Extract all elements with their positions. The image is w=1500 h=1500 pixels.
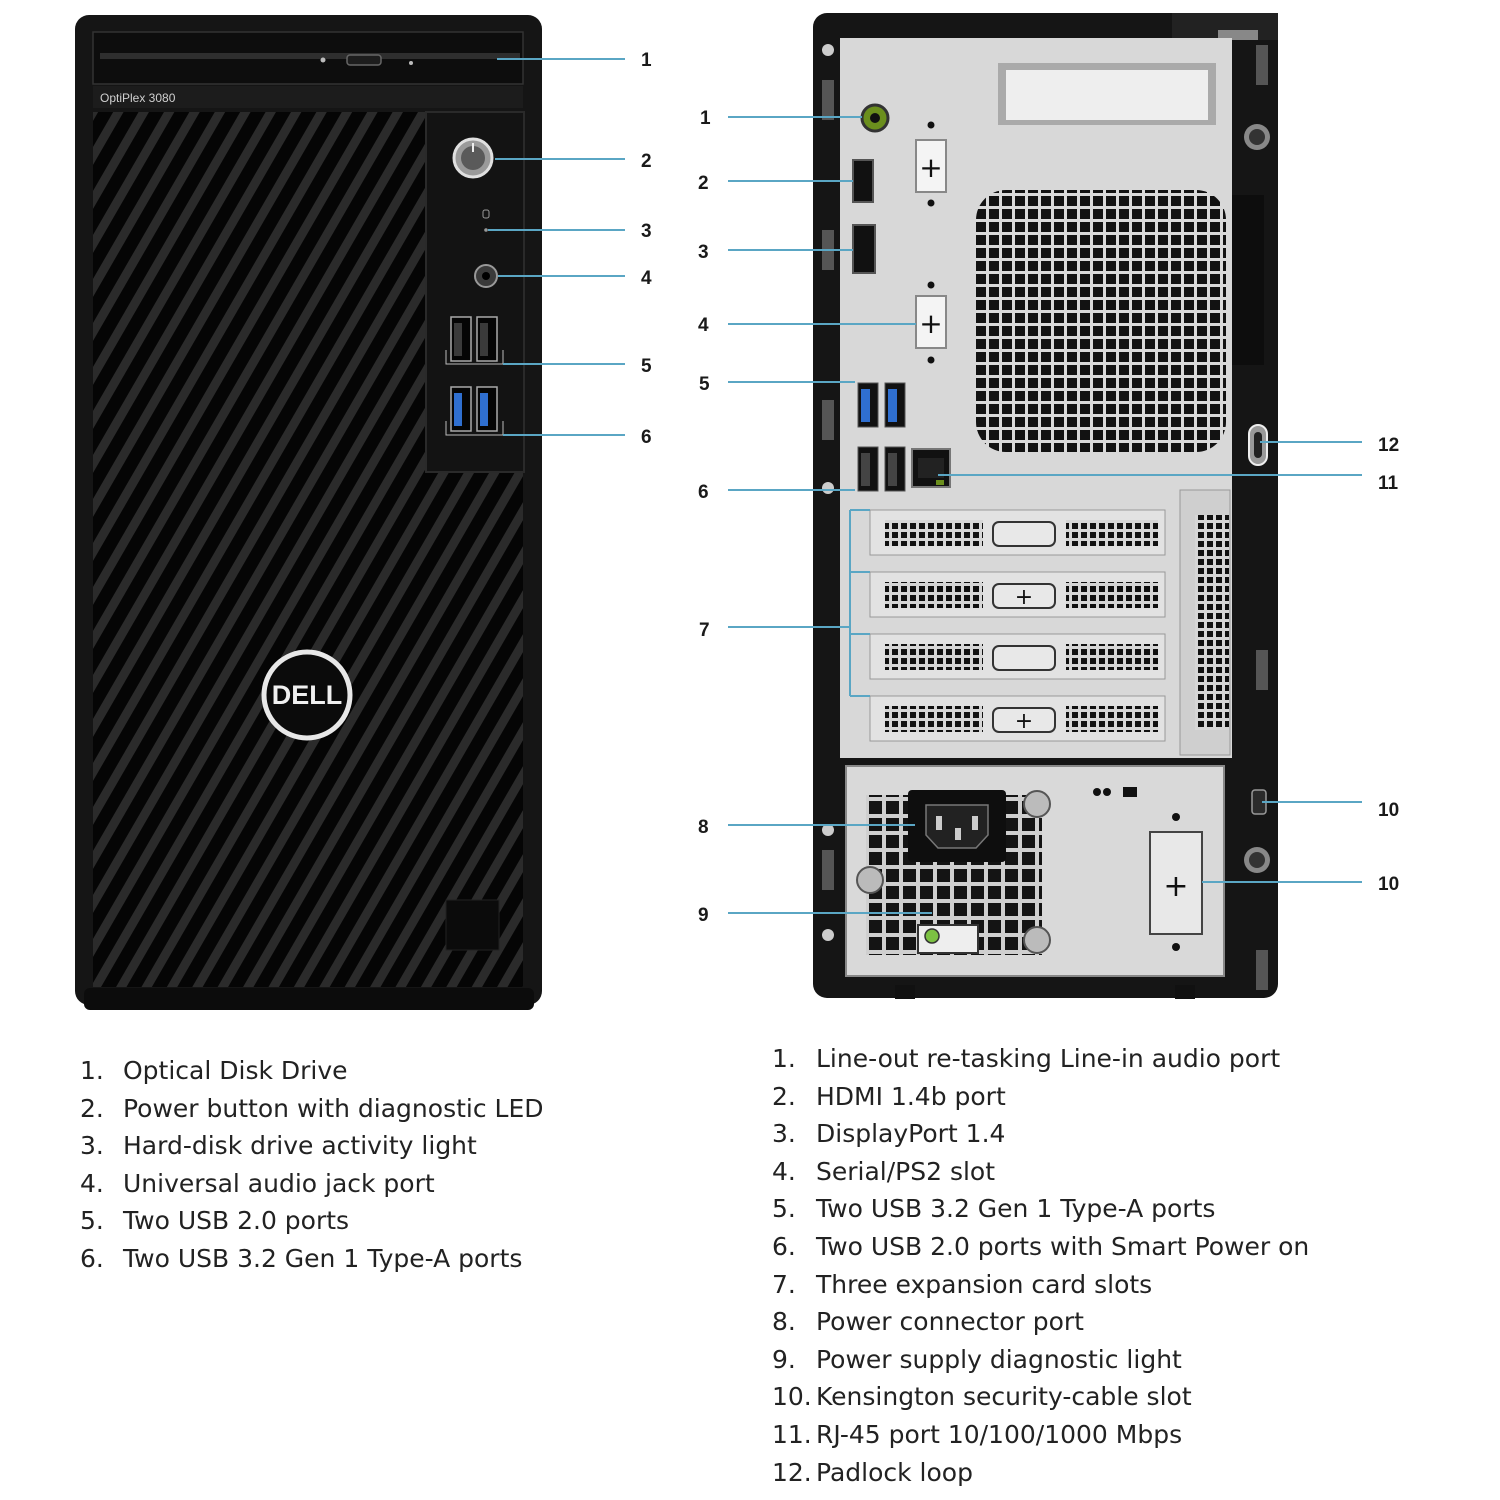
rear-callout-numbers-right: 12 11 10 10 [1378,435,1399,895]
rear-tower: + + [813,13,1278,999]
usb3-port-icon[interactable] [450,386,498,432]
kensington-slot-icon[interactable]: + [1149,813,1203,951]
displayport-icon[interactable] [852,224,876,274]
svg-text:11: 11 [1378,473,1399,494]
serial-ps2-slot[interactable]: + + [915,121,947,364]
legend-item: 7.Three expansion card slots [772,1269,1153,1299]
svg-text:7: 7 [699,620,710,641]
front-callout-numbers: 1 2 3 4 5 6 [641,50,652,448]
svg-text:1: 1 [641,50,652,71]
svg-text:6: 6 [641,427,652,448]
legend-item: 5.Two USB 2.0 ports [80,1206,350,1236]
usb-port-icon[interactable] [857,446,906,492]
legend-item: 4.Serial/PS2 slot [772,1156,996,1186]
power-supply: + [845,765,1225,977]
svg-text:1: 1 [700,108,711,129]
svg-text:+: + [919,307,942,340]
legend-item: 3.DisplayPort 1.4 [772,1119,1006,1149]
legend-item: 2.HDMI 1.4b port [772,1081,1006,1111]
audio-jack-icon[interactable] [860,103,890,133]
legend-item: 3.Hard-disk drive activity light [80,1131,477,1161]
svg-text:+: + [1015,585,1033,610]
svg-text:10: 10 [1378,874,1399,895]
svg-text:9: 9 [698,905,709,926]
legend-item: 9.Power supply diagnostic light [772,1344,1182,1374]
svg-text:5: 5 [641,356,652,377]
fan-grille [976,190,1226,452]
rj45-port-icon[interactable] [911,448,951,488]
legend-item: 1.Optical Disk Drive [80,1056,348,1085]
power-socket-icon[interactable] [908,790,1006,862]
svg-text:12: 12 [1378,435,1399,456]
rear-leaders [728,116,1362,914]
hdmi-port-icon[interactable] [852,159,874,203]
legend-item: 2.Power button with diagnostic LED [80,1093,544,1123]
legend-item: 1.Line-out re-tasking Line-in audio port [772,1044,1281,1073]
svg-text:4: 4 [698,315,709,336]
usb-port-icon[interactable] [450,316,498,362]
legend-item: 5.Two USB 3.2 Gen 1 Type-A ports [772,1194,1216,1224]
expansion-card-slots: + + [869,489,1231,756]
diagram-canvas: OptiPlex 3080 [75,13,1399,1010]
svg-text:+: + [1015,709,1033,734]
svg-text:+: + [1163,869,1188,904]
dell-logo: DELL [261,649,353,741]
svg-text:8: 8 [698,817,709,838]
rear-callout-numbers-left: 1 2 3 4 5 6 7 8 9 [698,108,711,926]
legend-item: 4.Universal audio jack port [80,1168,435,1198]
svg-text:6: 6 [698,482,709,503]
svg-text:4: 4 [641,268,652,289]
diagnostic-led-icon [482,209,490,232]
legend-item: 6.Two USB 3.2 Gen 1 Type-A ports [80,1243,523,1273]
svg-text:3: 3 [698,242,709,263]
svg-text:2: 2 [641,151,652,172]
legend-item: 10.Kensington security-cable slot [772,1382,1192,1412]
front-tower: OptiPlex 3080 [75,15,542,1010]
legend-item: 8.Power connector port [772,1307,1084,1337]
svg-text:5: 5 [699,374,710,395]
svg-text:2: 2 [698,173,709,194]
diagnostic-led-icon [917,924,979,954]
legend-item: 12.Padlock loop [772,1457,973,1487]
front-legend: 1.Optical Disk Drive 2.Power button with… [80,1052,544,1278]
legend-item: 11.RJ-45 port 10/100/1000 Mbps [772,1419,1183,1449]
audio-jack-icon[interactable] [474,264,498,288]
svg-text:DELL: DELL [272,680,343,710]
svg-text:3: 3 [641,221,652,242]
power-button-icon[interactable] [452,137,494,179]
rear-legend: 1.Line-out re-tasking Line-in audio port… [772,1040,1310,1491]
model-label: OptiPlex 3080 [100,91,176,105]
svg-text:10: 10 [1378,800,1399,821]
usb3-port-icon[interactable] [857,382,906,428]
svg-text:+: + [919,151,942,184]
padlock-loop-icon[interactable] [1248,424,1268,466]
front-leaders [488,58,625,436]
legend-item: 6.Two USB 2.0 ports with Smart Power on [772,1231,1310,1261]
